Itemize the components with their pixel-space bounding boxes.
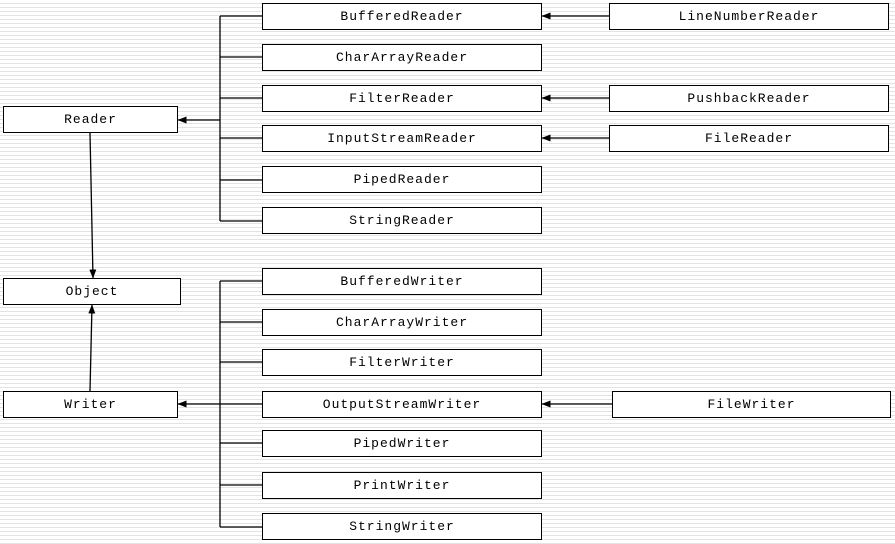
pipedreader-class-box: PipedReader xyxy=(262,166,542,193)
stringwriter-class-box: StringWriter xyxy=(262,513,542,540)
object-class-box: Object xyxy=(3,278,181,305)
stringreader-class-box: StringReader xyxy=(262,207,542,234)
filewriter-class-box: FileWriter xyxy=(612,391,891,418)
filereader-class-box: FileReader xyxy=(609,125,889,152)
pipedwriter-class-box: PipedWriter xyxy=(262,430,542,457)
reader-class-box: Reader xyxy=(3,106,178,133)
chararrayreader-class-box: CharArrayReader xyxy=(262,44,542,71)
writer-class-box: Writer xyxy=(3,391,178,418)
outputstreamwriter-class-box: OutputStreamWriter xyxy=(262,391,542,418)
bufferedwriter-class-box: BufferedWriter xyxy=(262,268,542,295)
reader-to-object-arrow xyxy=(89,132,97,279)
filterreader-class-box: FilterReader xyxy=(262,85,542,112)
bufferedreader-class-box: BufferedReader xyxy=(262,3,542,30)
writer-to-object-arrow xyxy=(88,304,96,392)
inputstreamreader-class-box: InputStreamReader xyxy=(262,125,542,152)
pushbackreader-class-box: PushbackReader xyxy=(609,85,889,112)
filterwriter-class-box: FilterWriter xyxy=(262,349,542,376)
chararraywriter-class-box: CharArrayWriter xyxy=(262,309,542,336)
linenumberreader-class-box: LineNumberReader xyxy=(609,3,889,30)
printwriter-class-box: PrintWriter xyxy=(262,472,542,499)
